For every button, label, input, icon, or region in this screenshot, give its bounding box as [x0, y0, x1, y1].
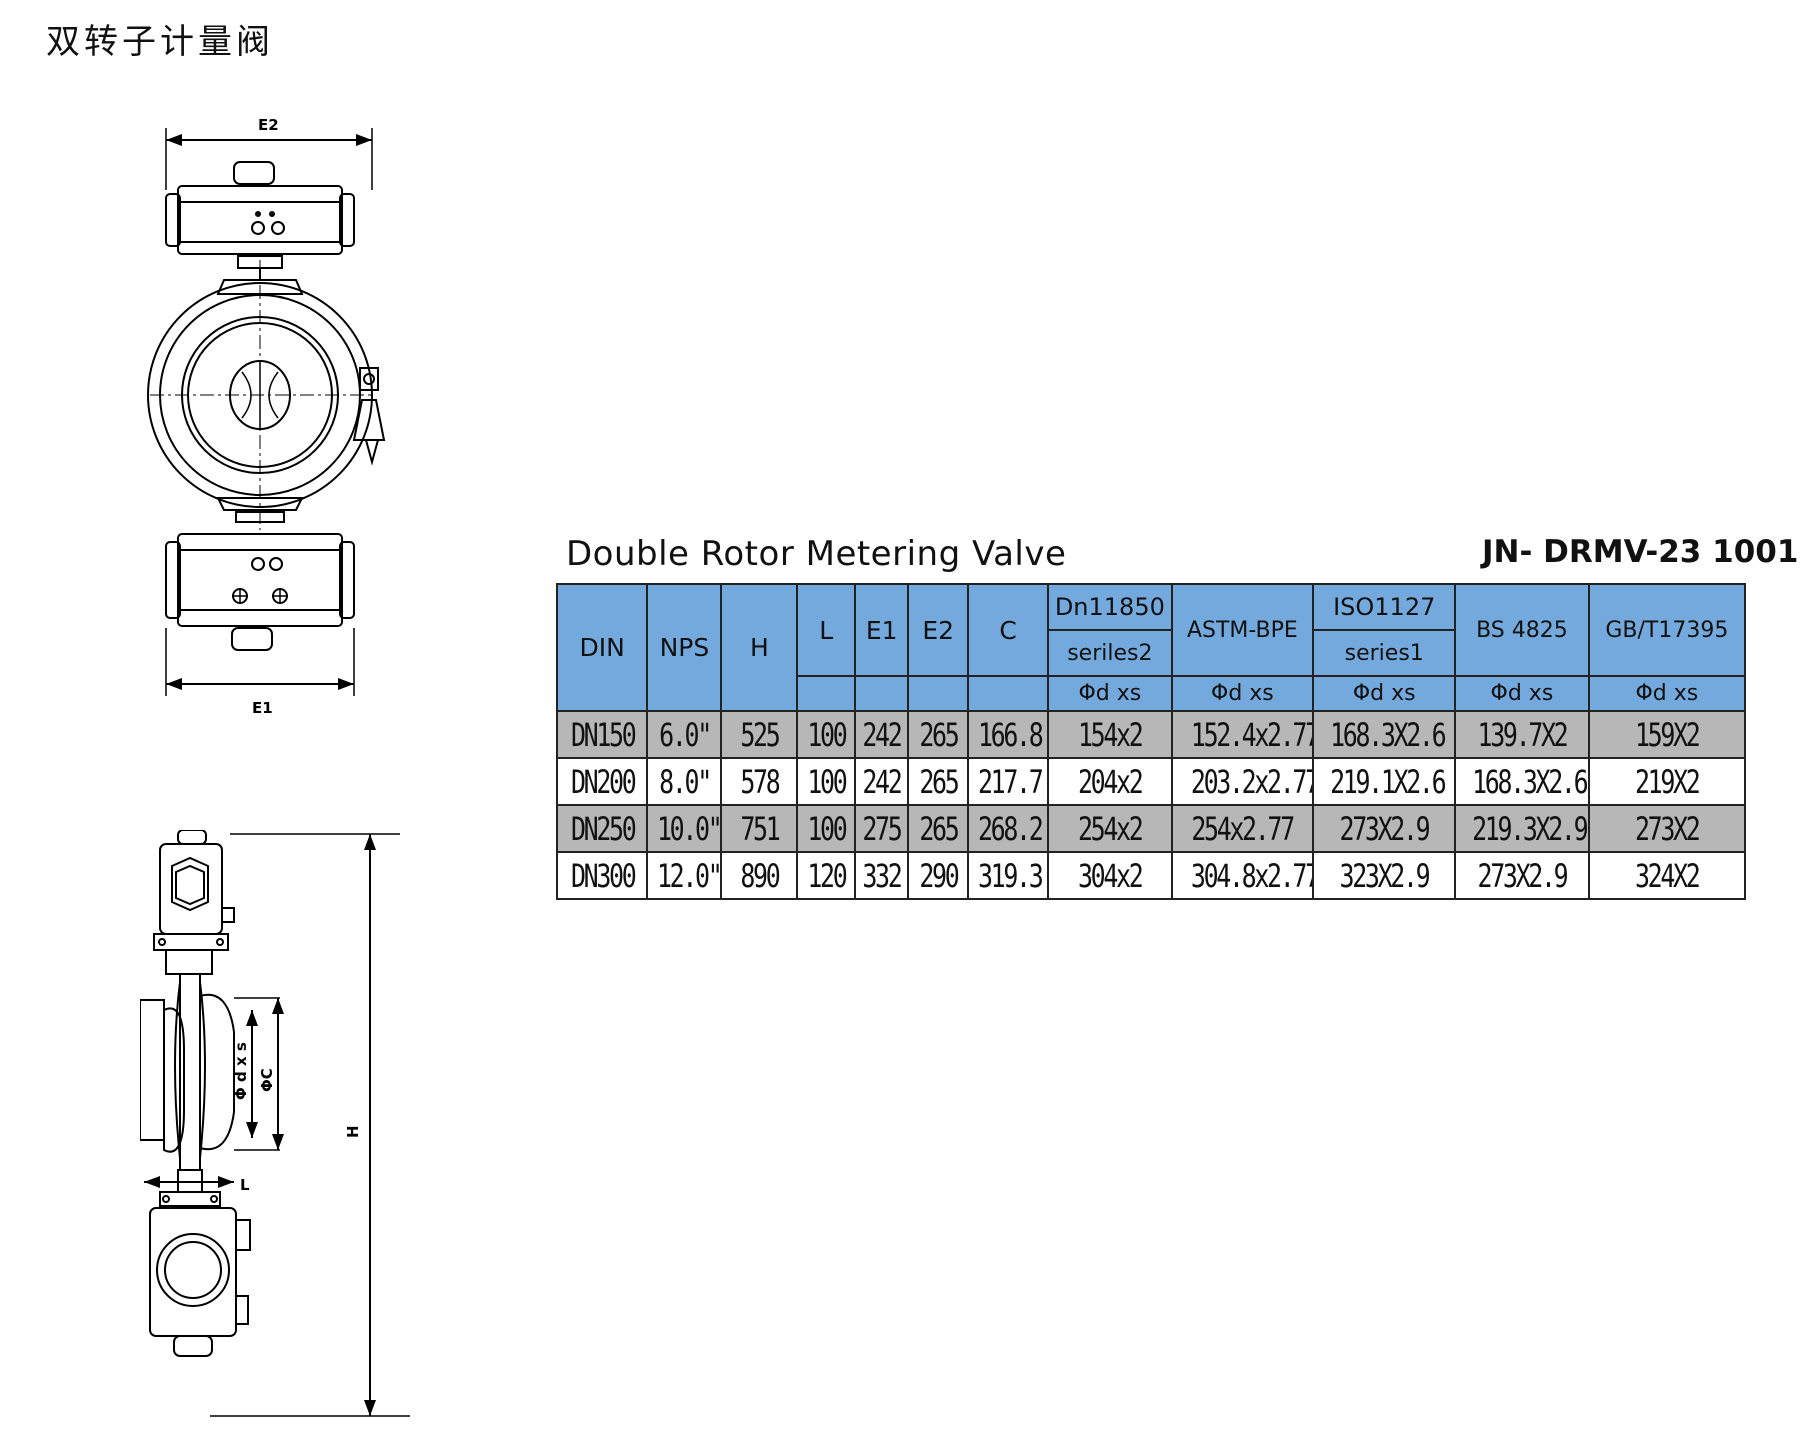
- header-h: H: [720, 583, 799, 712]
- cell-e1: 242: [862, 762, 903, 801]
- model-number: JN- DRMV-23 1001: [1482, 534, 1799, 570]
- spec-table: DIN NPS H L E1 E2 C Dn11850 ASTM-BPE ISO…: [555, 583, 1747, 900]
- cell-din: DN150: [570, 715, 636, 754]
- cell-bs4825: 273X2.9: [1477, 856, 1569, 895]
- header-blank-l: [796, 675, 856, 712]
- header-nps: NPS: [646, 583, 723, 712]
- table-row: DN200 8.0" 578 100 242 265 217.7 204x2 2…: [555, 757, 1747, 806]
- cell-nps: 8.0": [659, 762, 712, 801]
- header-bs4825: BS 4825: [1454, 583, 1590, 677]
- cell-gbt17395: 324X2: [1635, 856, 1701, 895]
- cell-c: 319.3: [977, 856, 1044, 895]
- cell-l: 100: [807, 809, 847, 848]
- phi-c-label: ΦC: [258, 1068, 276, 1092]
- cell-e2: 290: [919, 856, 959, 895]
- header-c: C: [967, 583, 1050, 677]
- e1-label: E1: [252, 699, 273, 717]
- cell-din: DN250: [570, 809, 636, 848]
- header-e2: E2: [907, 583, 970, 677]
- cell-gbt17395: 219X2: [1635, 762, 1701, 801]
- h-label: H: [344, 1125, 362, 1138]
- page-title: 双转子计量阀: [46, 22, 274, 62]
- cell-nps: 6.0": [659, 715, 712, 754]
- cell-h: 890: [740, 856, 780, 895]
- cell-e1: 332: [862, 856, 903, 895]
- cell-c: 217.7: [977, 762, 1044, 801]
- cell-din: DN300: [570, 856, 636, 895]
- cell-h: 525: [740, 715, 780, 754]
- phi-dxs-label: Φ d x s: [232, 1042, 250, 1100]
- header-iso1127: ISO1127: [1312, 583, 1457, 631]
- l-label: L: [240, 1176, 250, 1194]
- header-gbt17395: GB/T17395: [1587, 583, 1747, 677]
- cell-h: 578: [740, 762, 780, 801]
- header-l: L: [796, 583, 856, 677]
- cell-astm-bpe: 304.8x2.77: [1190, 856, 1314, 895]
- cell-e1: 242: [862, 715, 903, 754]
- cell-e1: 275: [862, 809, 903, 848]
- header-phi-dxs: Φd xs: [1312, 675, 1457, 712]
- cell-l: 120: [807, 856, 847, 895]
- cell-h: 751: [740, 809, 780, 848]
- cell-e2: 265: [919, 762, 959, 801]
- header-astm-bpe: ASTM-BPE: [1170, 583, 1315, 677]
- cell-iso1127: 323X2.9: [1339, 856, 1431, 895]
- header-phi-dxs: Φd xs: [1587, 675, 1747, 712]
- cell-bs4825: 139.7X2: [1477, 715, 1569, 754]
- header-iso1127-sub: series1: [1312, 629, 1457, 677]
- header-blank-e2: [907, 675, 970, 712]
- table-row: DN300 12.0" 890 120 332 290 319.3 304x2 …: [555, 851, 1747, 900]
- cell-dn11850: 304x2: [1078, 856, 1144, 895]
- cell-nps: 10.0": [657, 809, 721, 848]
- cell-e2: 265: [919, 809, 959, 848]
- cell-c: 166.8: [977, 715, 1044, 754]
- header-blank-e1: [853, 675, 910, 712]
- header-e1: E1: [853, 583, 910, 677]
- table-row: DN250 10.0" 751 100 275 265 268.2 254x2 …: [555, 804, 1747, 853]
- cell-gbt17395: 159X2: [1635, 715, 1701, 754]
- header-din: DIN: [555, 583, 649, 712]
- cell-bs4825: 168.3X2.6: [1472, 762, 1587, 801]
- cell-din: DN200: [570, 762, 636, 801]
- cell-gbt17395: 273X2: [1635, 809, 1701, 848]
- cell-dn11850: 154x2: [1078, 715, 1144, 754]
- cell-astm-bpe: 254x2.77: [1191, 809, 1296, 848]
- header-phi-dxs: Φd xs: [1047, 675, 1173, 712]
- header-phi-dxs: Φd xs: [1454, 675, 1590, 712]
- cell-l: 100: [807, 762, 847, 801]
- valve-side-view-drawing: H Φ d x s ΦC L: [140, 830, 410, 1417]
- cell-astm-bpe: 152.4x2.77: [1190, 715, 1314, 754]
- cell-iso1127: 168.3X2.6: [1330, 715, 1447, 754]
- header-phi-dxs: Φd xs: [1170, 675, 1315, 712]
- cell-c: 268.2: [977, 809, 1044, 848]
- cell-bs4825: 219.3X2.9: [1472, 809, 1587, 848]
- cell-dn11850: 204x2: [1078, 762, 1144, 801]
- e2-label: E2: [258, 116, 279, 134]
- header-dn11850: Dn11850: [1047, 583, 1173, 631]
- table-row: DN150 6.0" 525 100 242 265 166.8 154x2 1…: [555, 710, 1747, 759]
- cell-iso1127: 219.1X2.6: [1330, 762, 1447, 801]
- cell-nps: 12.0": [657, 856, 721, 895]
- cell-astm-bpe: 203.2x2.77: [1190, 762, 1314, 801]
- table-title: Double Rotor Metering Valve: [566, 534, 1067, 574]
- cell-iso1127: 273X2.9: [1339, 809, 1431, 848]
- valve-top-view-drawing: E2 E1: [147, 116, 386, 717]
- header-dn11850-sub: seriles2: [1047, 629, 1173, 677]
- cell-dn11850: 254x2: [1078, 809, 1144, 848]
- cell-e2: 265: [919, 715, 959, 754]
- cell-l: 100: [807, 715, 847, 754]
- header-blank-c: [967, 675, 1050, 712]
